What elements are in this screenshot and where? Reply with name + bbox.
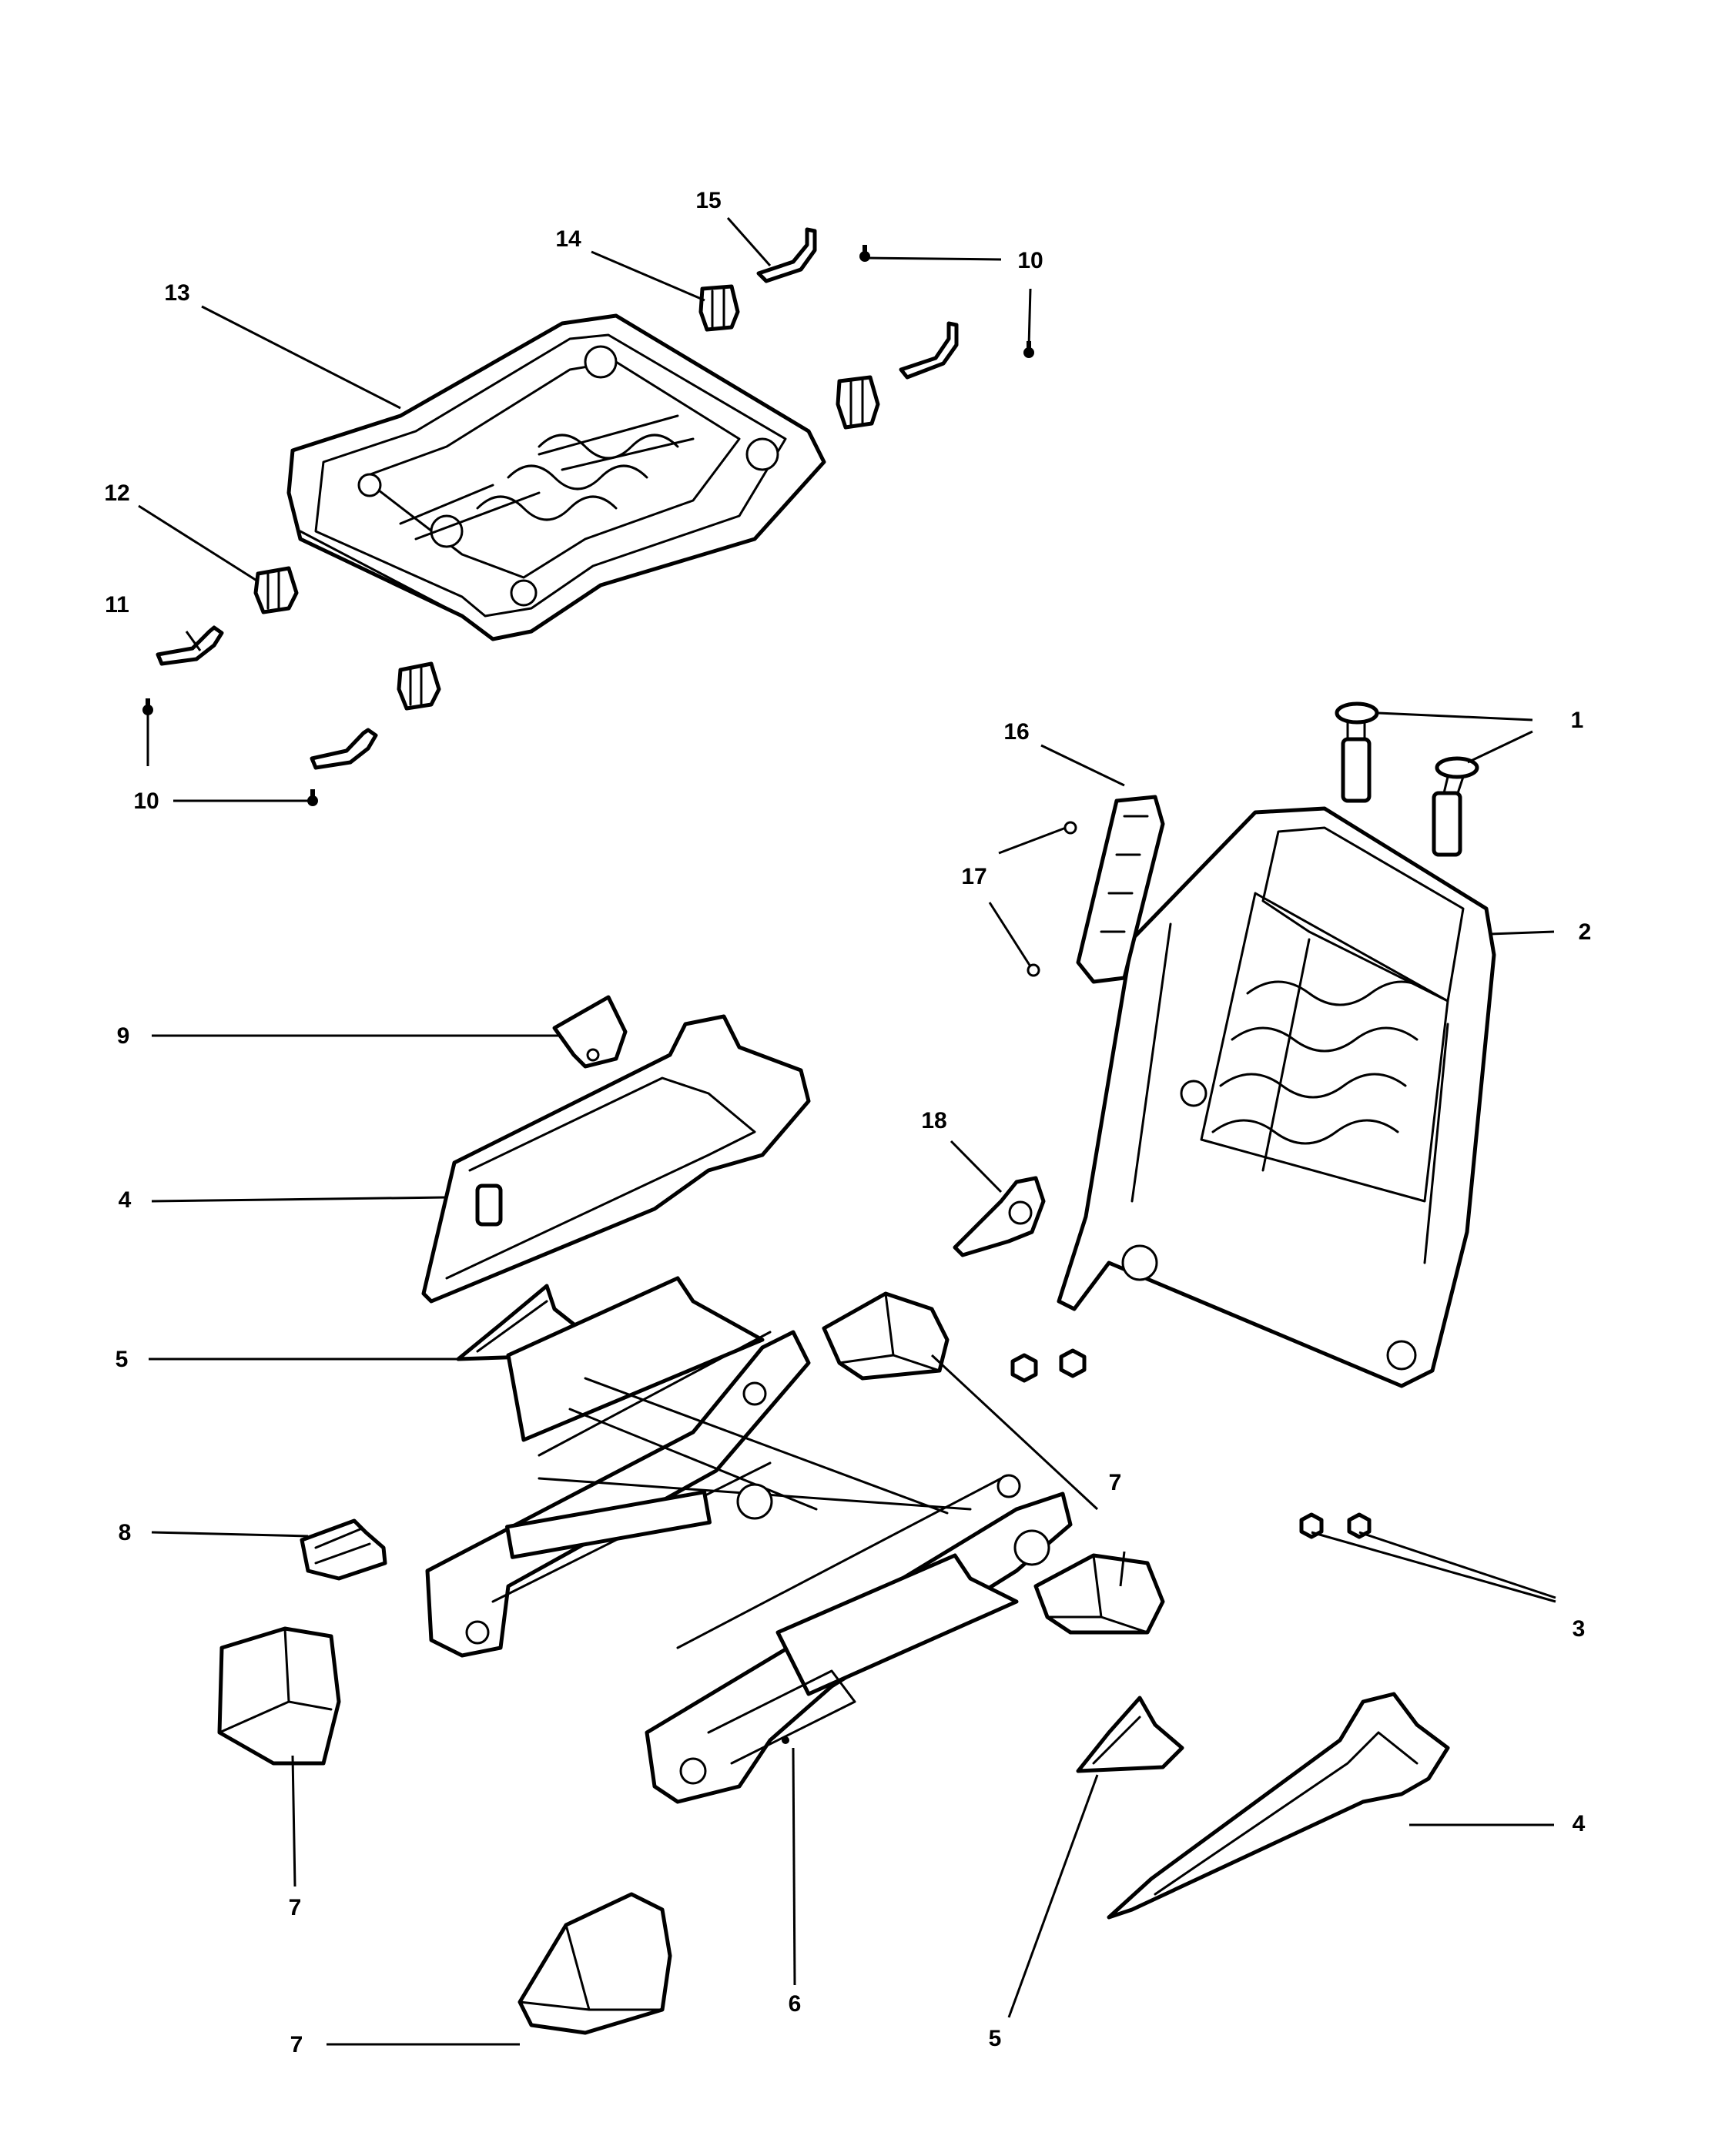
nut-upper-1 xyxy=(1010,1353,1038,1383)
side-trim-strip xyxy=(1076,795,1165,984)
callout-9: 9 xyxy=(117,1023,130,1049)
callout-7-upper: 7 xyxy=(1109,1470,1122,1495)
nut-lower-2 xyxy=(1347,1512,1372,1539)
bushing-upper-left xyxy=(698,284,740,332)
nut-lower-1 xyxy=(1299,1512,1324,1539)
callout-11: 11 xyxy=(105,592,129,618)
callout-7-bottom: 7 xyxy=(290,2032,303,2057)
side-shield-left xyxy=(421,1014,811,1304)
callout-6: 6 xyxy=(789,1991,802,2017)
screw-lower-1 xyxy=(142,698,153,715)
seatback-frame xyxy=(1057,806,1496,1388)
callout-1: 1 xyxy=(1571,708,1584,733)
strap-bracket-lower-right xyxy=(310,728,378,770)
clip-upper xyxy=(1063,821,1077,835)
callout-14: 14 xyxy=(555,226,581,252)
foot-cover-upper-right xyxy=(1033,1553,1165,1635)
bushing-lower-right xyxy=(397,661,441,711)
callout-labels: 1 2 3 4 4 5 5 6 7 7 7 8 9 10 10 11 12 13… xyxy=(104,188,1591,2057)
headrest-guide-right xyxy=(1432,756,1479,857)
callout-17: 17 xyxy=(961,864,986,889)
latch xyxy=(300,1518,387,1581)
callout-2: 2 xyxy=(1579,919,1592,945)
callout-10-upper: 10 xyxy=(1017,248,1043,273)
strap-bracket-upper-left xyxy=(756,227,817,283)
callout-4-right: 4 xyxy=(1573,1811,1586,1836)
seat-track-assembly xyxy=(425,1276,1073,1804)
callout-13: 13 xyxy=(164,280,189,306)
recliner-handle xyxy=(953,1176,1046,1257)
callout-7-left: 7 xyxy=(289,1895,302,1920)
side-shield-right xyxy=(1107,1692,1450,1920)
callout-5-right: 5 xyxy=(989,2026,1002,2051)
callout-4-left: 4 xyxy=(119,1187,132,1213)
clip-lower xyxy=(1027,963,1040,977)
callout-18: 18 xyxy=(921,1108,946,1133)
foot-cover-lower-left xyxy=(217,1626,341,1766)
strap-bracket-lower-left xyxy=(156,625,224,666)
leader-lines xyxy=(138,217,1556,2046)
headrest-guide-left xyxy=(1335,701,1379,803)
callout-10-lower: 10 xyxy=(133,788,159,814)
seat-cushion-pan xyxy=(286,313,826,641)
callout-15: 15 xyxy=(695,188,721,213)
callout-16: 16 xyxy=(1003,719,1029,745)
callout-12: 12 xyxy=(104,480,129,506)
foot-cover-lower-right xyxy=(518,1892,672,2035)
screw-lower-2 xyxy=(307,789,318,806)
callout-5-left: 5 xyxy=(116,1347,129,1372)
strap-bracket-upper-right xyxy=(899,321,959,380)
small-cover xyxy=(552,995,628,1069)
foot-cover-upper-left xyxy=(822,1291,950,1381)
callout-8: 8 xyxy=(119,1520,132,1545)
bushing-lower-left xyxy=(253,566,299,614)
callout-3: 3 xyxy=(1573,1616,1586,1642)
screw-upper-1 xyxy=(859,245,870,262)
nut-upper-2 xyxy=(1059,1348,1087,1378)
trim-cover-right xyxy=(1076,1696,1184,1773)
bushing-upper-right xyxy=(836,375,880,430)
